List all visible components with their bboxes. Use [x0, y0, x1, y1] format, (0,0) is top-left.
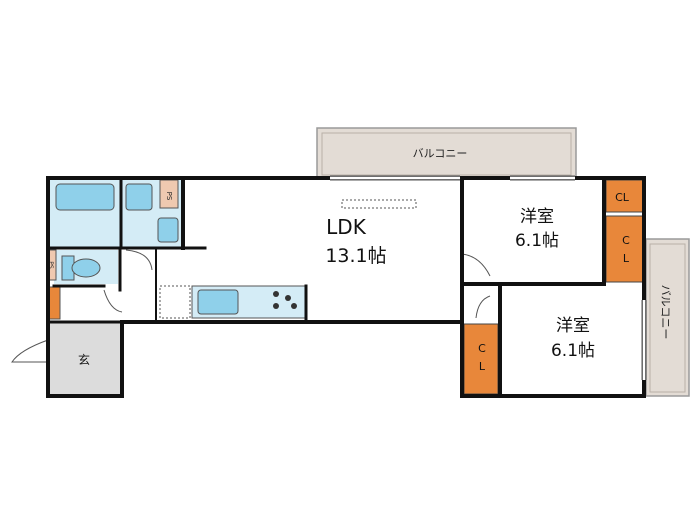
bedroom-2-size: 6.1帖: [551, 341, 595, 361]
closet-bottom-label2: L: [479, 360, 486, 373]
washbasin-icon: [125, 183, 153, 211]
ldk-size: 13.1帖: [325, 245, 386, 267]
closet-top-small: CL: [605, 179, 645, 213]
bedroom-1-size: 6.1帖: [515, 231, 559, 251]
kitchen-counter: [159, 285, 307, 319]
ceiling-vent: [341, 199, 417, 209]
bathroom: [48, 178, 120, 248]
bathtub-icon: [55, 183, 115, 211]
balcony-right: バルコニー: [645, 238, 690, 397]
door-swings: [11, 249, 491, 363]
toilet-icon: [71, 258, 101, 278]
ps-box-1-label: PS: [165, 192, 173, 201]
stove-icon: [273, 291, 297, 309]
window-frames: [330, 175, 647, 380]
balcony-right-label: バルコニー: [659, 285, 672, 340]
sink-icon: [197, 289, 239, 315]
svg-text:C: C: [478, 342, 486, 355]
bedroom-2-name: 洋室: [556, 316, 590, 336]
ps-box-2-label: PS: [47, 261, 54, 269]
entrance-floor: [48, 322, 122, 396]
svg-text:CL: CL: [615, 191, 630, 204]
balcony-top: バルコニー: [316, 127, 577, 179]
entrance-label: 玄: [78, 352, 90, 367]
closet-bottom: C: [463, 323, 499, 395]
svg-text:C: C: [622, 234, 630, 247]
bedroom-1-name: 洋室: [520, 207, 554, 227]
closet-top-tall: C: [605, 215, 645, 283]
washer-icon: [157, 217, 179, 243]
windows: [330, 176, 646, 380]
balcony-top-label: バルコニー: [413, 147, 468, 160]
closet-top-tall-label2: L: [623, 252, 630, 265]
ldk-name: LDK: [326, 215, 367, 239]
toilet: [54, 250, 118, 284]
